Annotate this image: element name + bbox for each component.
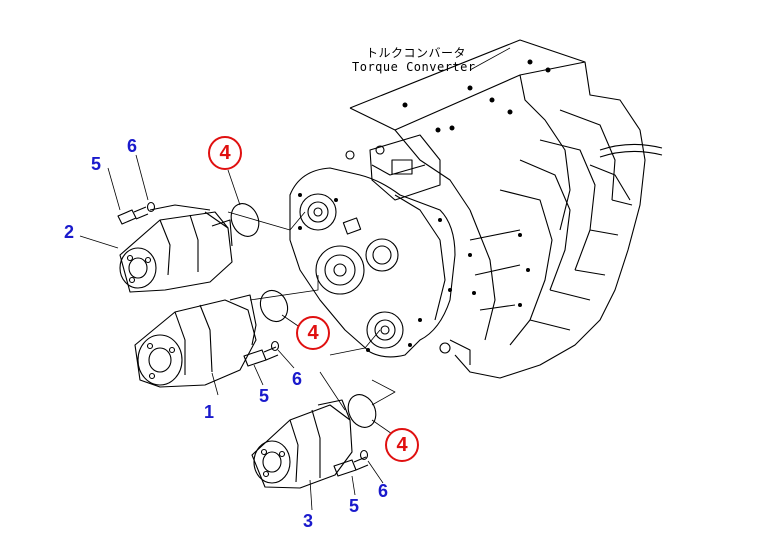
callout-part-6-middle: 6 xyxy=(292,369,303,389)
transmission-housing xyxy=(345,39,663,379)
torque-converter-label-jp: トルクコンバータ xyxy=(366,46,467,60)
bolt-bottom xyxy=(333,456,369,477)
pump-3 xyxy=(251,399,353,489)
callout-part-4-bottom: 4 xyxy=(385,428,419,462)
callout-part-2: 2 xyxy=(64,222,75,242)
washer-bottom xyxy=(359,449,369,461)
pump-1 xyxy=(134,294,257,388)
o-ring-middle xyxy=(259,289,289,323)
torque-converter-label-en: Torque Converter xyxy=(352,60,476,74)
callout-part-5-bottom: 5 xyxy=(349,496,360,516)
callout-part-6-bottom: 6 xyxy=(378,481,389,501)
pto-gear-case xyxy=(289,167,456,358)
o-ring-bottom xyxy=(347,394,377,428)
callout-part-4-top: 4 xyxy=(208,136,242,170)
bolt-middle xyxy=(243,346,279,367)
callout-part-3: 3 xyxy=(303,511,314,531)
callout-part-4-middle: 4 xyxy=(296,316,330,350)
callout-part-6-top: 6 xyxy=(127,136,138,156)
assembly-lines xyxy=(227,211,396,411)
bolt-top xyxy=(117,206,149,225)
callout-part-5-middle: 5 xyxy=(259,386,270,406)
callout-part-1: 1 xyxy=(204,402,215,422)
callout-part-5-top: 5 xyxy=(91,154,102,174)
washer-middle xyxy=(270,340,280,352)
washer-top xyxy=(146,201,156,213)
o-ring-top xyxy=(230,203,260,237)
leader-lines xyxy=(79,47,511,511)
pump-2 xyxy=(119,204,233,293)
